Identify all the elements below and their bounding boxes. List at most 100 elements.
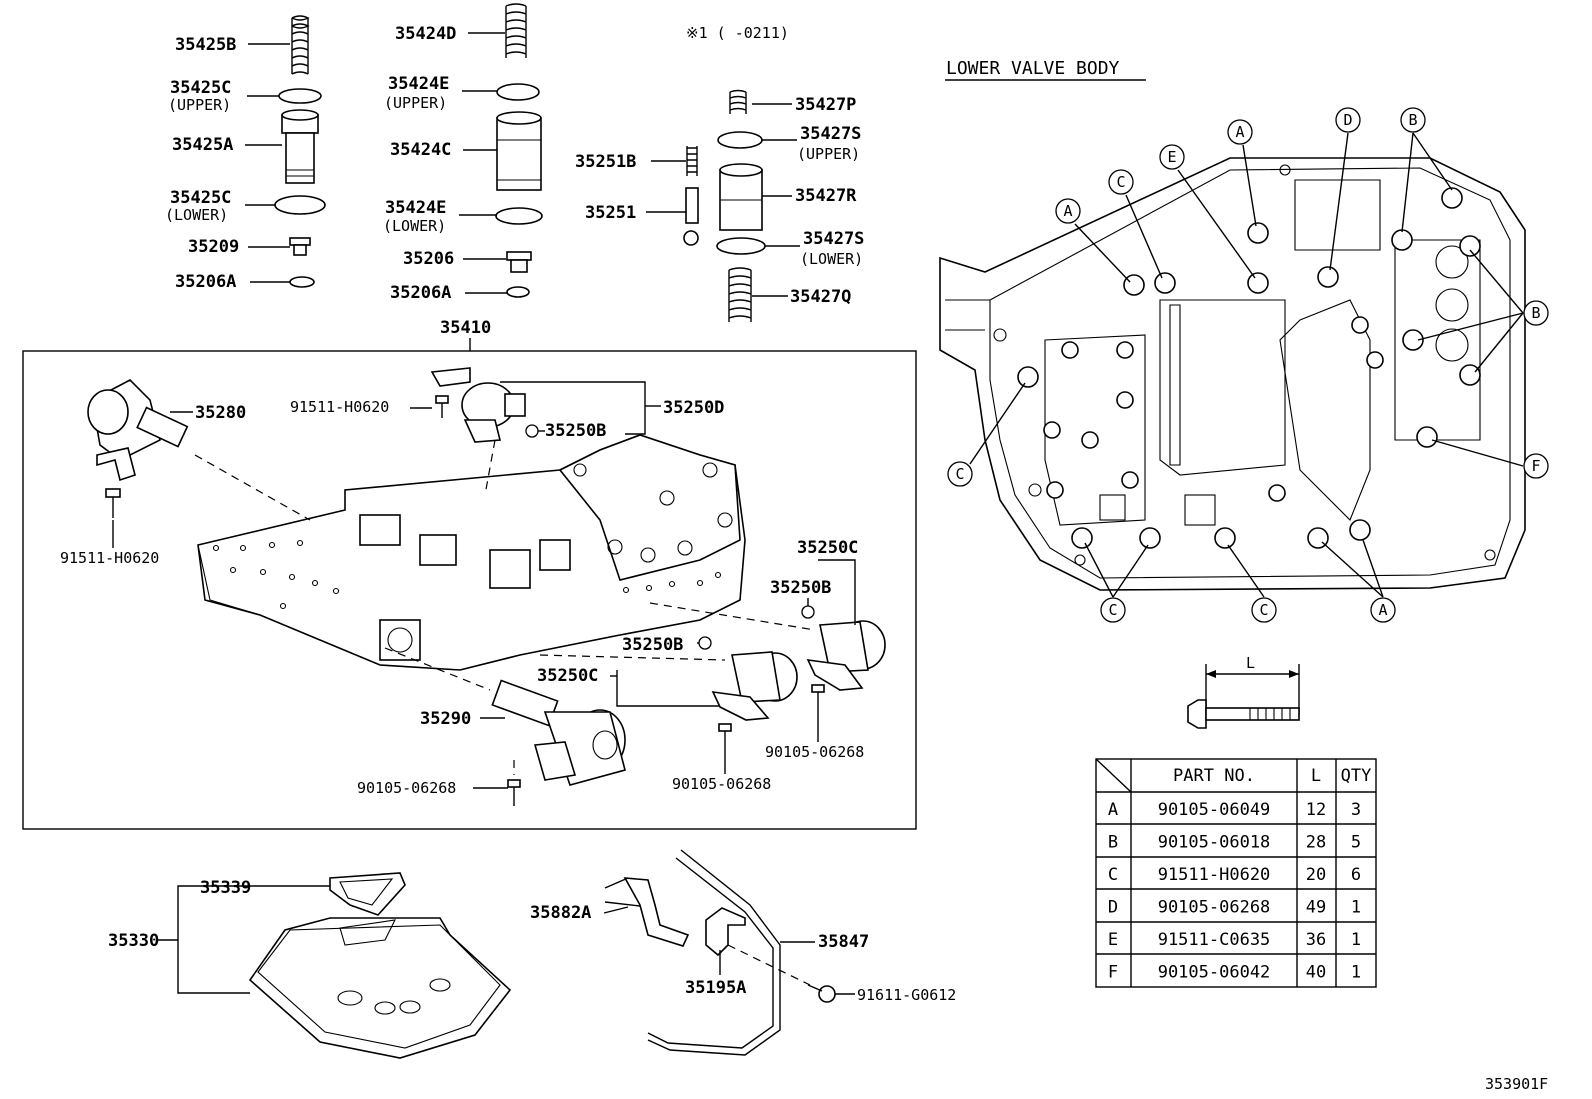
bolt-90105-06268-a — [811, 684, 825, 712]
valve-body-35410 — [197, 434, 746, 671]
table-cell-qty: 6 — [1351, 865, 1361, 885]
section-title: LOWER VALVE BODY — [946, 58, 1120, 79]
bolt-91511-h0620-b — [105, 488, 121, 518]
gasket-35339 — [329, 872, 406, 916]
part-label-35195A: 35195A — [685, 978, 746, 998]
sleeve-35425a — [281, 109, 319, 184]
callout-a: A — [1227, 119, 1253, 145]
part-label-35290: 35290 — [420, 709, 471, 729]
part-label-35251: 35251 — [585, 203, 636, 223]
part-label-35250C-b: 35250C — [537, 666, 598, 686]
o-ring-35427s-upper — [717, 131, 763, 149]
part-label-35427S-lower-sub: (LOWER) — [800, 250, 863, 268]
clip-35206a-1 — [289, 276, 315, 288]
spring-35427q — [728, 267, 752, 322]
table-cell-part: 90105-06018 — [1158, 833, 1271, 853]
part-label-35427S-upper-sub: (UPPER) — [797, 145, 860, 163]
table-cell-part: 91511-H0620 — [1158, 865, 1271, 885]
ball-35250b-a — [525, 424, 539, 438]
callout-f: F — [1523, 453, 1549, 479]
table-cell-l: 20 — [1306, 865, 1326, 885]
callout-markers: A C E A D B B F C C C A — [947, 107, 1549, 623]
callout-b: B — [1523, 300, 1549, 326]
part-label-91511-H0620-b: 91511-H0620 — [60, 549, 159, 567]
part-label-35424E-upper-sub: (UPPER) — [384, 94, 447, 112]
part-label-35425A: 35425A — [172, 135, 233, 155]
callout-a: A — [1370, 597, 1396, 623]
part-labels: 35425B35425C(UPPER)35425A35425C(LOWER)35… — [60, 24, 956, 1004]
spring-35251b — [686, 146, 698, 176]
svg-text:C: C — [1108, 601, 1117, 619]
solenoid-35250c-b — [711, 651, 798, 721]
svg-text:A: A — [1235, 123, 1244, 141]
table-cell-qty: 1 — [1351, 898, 1361, 918]
table-cell-qty: 3 — [1351, 800, 1361, 820]
solenoid-35250c-a — [806, 620, 886, 691]
svg-text:B: B — [1408, 111, 1417, 129]
ball-35250b-b — [801, 605, 815, 619]
table-cell-key: F — [1108, 963, 1118, 983]
pipe-35847 — [647, 849, 781, 1056]
part-label-35425C-upper: 35425C — [170, 78, 231, 98]
table-cell-key: D — [1108, 898, 1118, 918]
part-label-35280: 35280 — [195, 403, 246, 423]
figure-code: 353901F — [1485, 1075, 1548, 1093]
solenoid-35250d — [430, 367, 526, 443]
pipe-35882a — [604, 877, 690, 947]
part-label-35424D: 35424D — [395, 24, 456, 44]
part-label-35424C: 35424C — [390, 140, 451, 160]
plug-35209 — [289, 237, 311, 256]
part-label-35425C-lower: 35425C — [170, 188, 231, 208]
table-cell-key: E — [1108, 930, 1118, 950]
clamp-35195a — [705, 907, 746, 957]
date-note: ※1 ( -0211) — [686, 24, 789, 42]
callout-b: B — [1400, 107, 1426, 133]
length-label: L — [1246, 654, 1255, 672]
bolt-91511-h0620-a — [435, 395, 449, 418]
callout-a: A — [1055, 198, 1081, 224]
callout-leaders — [969, 132, 1524, 598]
table-cell-qty: 1 — [1351, 963, 1361, 983]
part-label-35425C-upper-sub: (UPPER) — [168, 96, 231, 114]
bolt-length-illustration — [1187, 664, 1300, 729]
svg-text:C: C — [1116, 173, 1125, 191]
table-cell-l: 40 — [1306, 963, 1326, 983]
table-cell-part: 90105-06049 — [1158, 800, 1271, 820]
o-ring-35425c-lower — [274, 195, 326, 215]
part-label-35250B-b: 35250B — [770, 578, 831, 598]
spring-35424d — [505, 3, 527, 58]
part-label-35410: 35410 — [440, 318, 491, 338]
part-label-35209: 35209 — [188, 237, 239, 257]
callout-d: D — [1335, 107, 1361, 133]
part-label-35206A-2: 35206A — [390, 283, 451, 303]
svg-text:E: E — [1167, 148, 1176, 166]
callout-c: C — [947, 461, 973, 487]
part-label-35250C-a: 35250C — [797, 538, 858, 558]
callout-c: C — [1251, 597, 1277, 623]
table-cell-part: 91511-C0635 — [1158, 930, 1271, 950]
part-label-90105-06268-b: 90105-06268 — [672, 775, 771, 793]
lower-valve-body-plate — [939, 157, 1526, 591]
part-label-35424E-lower-sub: (LOWER) — [383, 217, 446, 235]
table-cell-key: A — [1108, 800, 1118, 820]
bolt-91611-g0612 — [807, 984, 836, 1003]
table-cell-key: B — [1108, 833, 1118, 853]
part-label-90105-06268-c: 90105-06268 — [357, 779, 456, 797]
svg-text:D: D — [1343, 111, 1352, 129]
svg-text:C: C — [1259, 601, 1268, 619]
part-label-35425C-lower-sub: (LOWER) — [165, 206, 228, 224]
part-label-91511-H0620-a: 91511-H0620 — [290, 398, 389, 416]
svg-text:A: A — [1063, 202, 1072, 220]
o-ring-35424e-upper — [496, 83, 540, 101]
part-label-91611-G0612: 91611-G0612 — [857, 986, 956, 1004]
table-cell-key: C — [1108, 865, 1118, 885]
bolt-heads — [1017, 187, 1481, 549]
leaders-top — [245, 32, 800, 297]
callout-e: E — [1159, 144, 1185, 170]
part-label-35427R: 35427R — [795, 186, 857, 206]
part-label-35250B-a: 35250B — [545, 421, 606, 441]
part-label-35427S-upper: 35427S — [800, 124, 861, 144]
part-label-35882A: 35882A — [530, 903, 591, 923]
valve-35251 — [683, 187, 699, 246]
part-label-35339: 35339 — [200, 878, 251, 898]
